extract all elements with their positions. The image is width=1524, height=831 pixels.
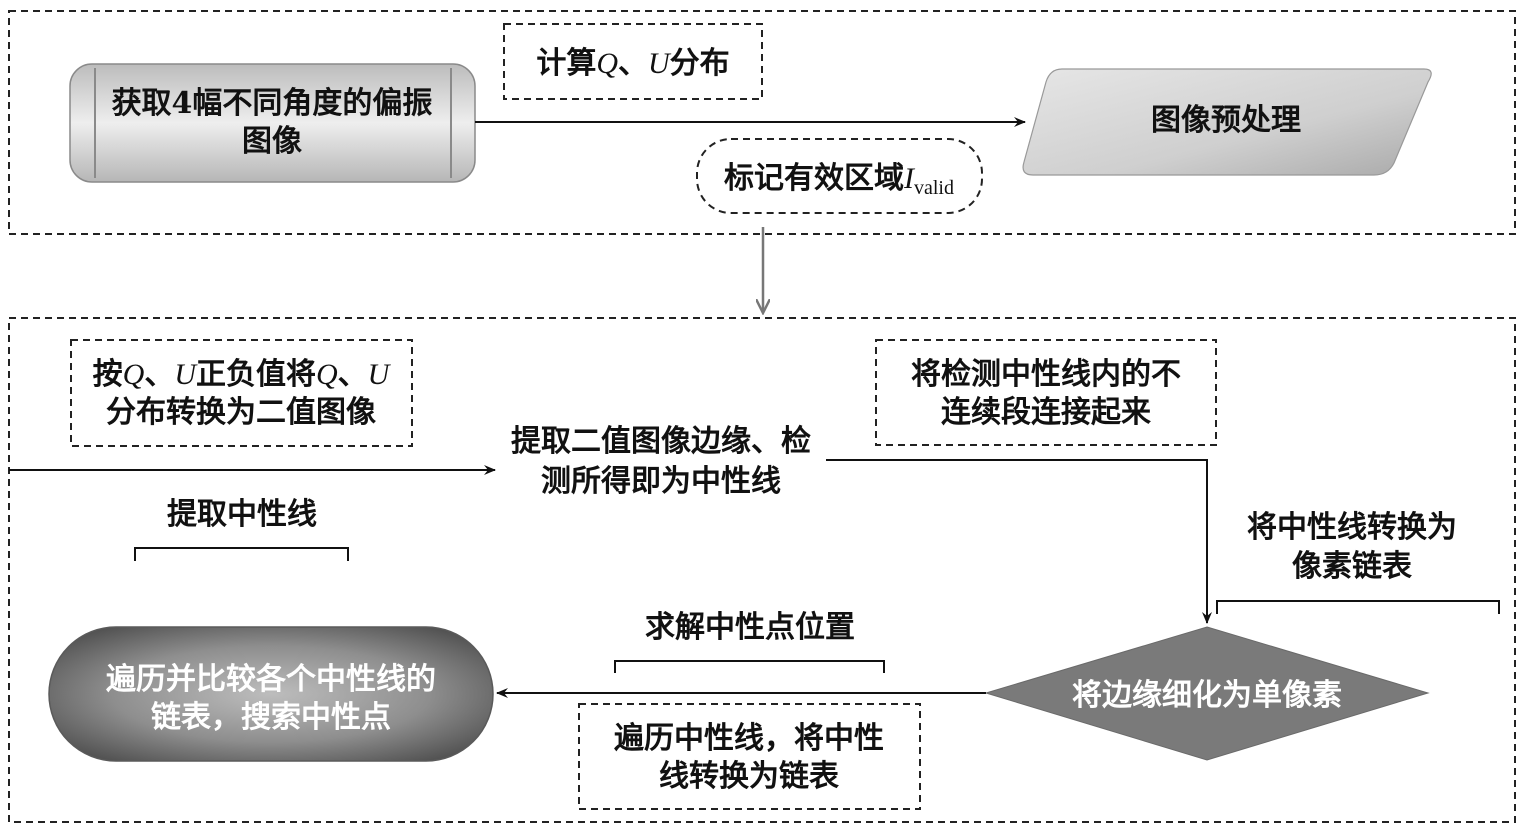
to-pixel-list-annotation: 将中性线转换为 像素链表 xyxy=(1216,510,1500,614)
connect-segments-box: 将检测中性线内的不 连续段连接起来 xyxy=(875,339,1217,446)
acquire-images-line2: 图像 xyxy=(242,124,302,159)
acquire-images-line1: 获取4幅不同角度的偏振 xyxy=(112,86,433,121)
to-pixel-list-line1: 将中性线转换为 xyxy=(1247,510,1457,545)
binarize-line1: 按Q、U正负值将Q、U xyxy=(93,357,392,392)
solve-neutral-point-label: 求解中性点位置 xyxy=(645,610,855,645)
thin-edges-decision: 将边缘细化为单像素 xyxy=(984,626,1430,761)
search-neutral-point-line1: 遍历并比较各个中性线的 xyxy=(106,662,436,697)
preprocess-label: 图像预处理 xyxy=(1151,103,1301,138)
traverse-neutral-line-box: 遍历中性线，将中性 线转换为链表 xyxy=(578,703,921,810)
solve-neutral-point-bracket xyxy=(614,660,885,673)
search-neutral-point-line2: 链表，搜索中性点 xyxy=(151,700,391,735)
to-pixel-list-line2: 像素链表 xyxy=(1292,549,1412,584)
extract-edges-line1: 提取二值图像边缘、检 xyxy=(511,424,811,459)
preprocess-node: 图像预处理 xyxy=(1022,68,1432,176)
to-pixel-list-bracket xyxy=(1216,600,1500,614)
traverse-line2: 线转换为链表 xyxy=(659,759,839,794)
thin-edges-label: 将边缘细化为单像素 xyxy=(1072,678,1342,713)
extract-edges-node: 提取二值图像边缘、检 测所得即为中性线 xyxy=(511,424,811,499)
binarize-box: 按Q、U正负值将Q、U 分布转换为二值图像 xyxy=(70,339,413,447)
extract-neutral-line-bracket xyxy=(134,547,349,561)
mark-valid-region-box: 标记有效区域Ivalid xyxy=(696,138,983,214)
compute-qu-label: 计算Q、U分布 xyxy=(536,46,729,81)
acquire-images-node: 获取4幅不同角度的偏振 图像 xyxy=(69,63,476,183)
stage2-container xyxy=(8,317,1516,823)
extract-neutral-line-label: 提取中性线 xyxy=(167,497,317,532)
arrow-extract-to-thin xyxy=(826,459,1212,624)
compute-qu-box: 计算Q、U分布 xyxy=(503,23,763,100)
mark-valid-region-label: 标记有效区域Ivalid xyxy=(724,161,954,199)
extract-edges-line2: 测所得即为中性线 xyxy=(541,464,781,499)
search-neutral-point-node: 遍历并比较各个中性线的 链表，搜索中性点 xyxy=(48,626,494,762)
binarize-line2: 分布转换为二值图像 xyxy=(106,395,376,430)
connect-segments-line2: 连续段连接起来 xyxy=(941,395,1151,430)
connect-segments-line1: 将检测中性线内的不 xyxy=(911,357,1181,392)
traverse-line1: 遍历中性线，将中性 xyxy=(614,721,884,756)
